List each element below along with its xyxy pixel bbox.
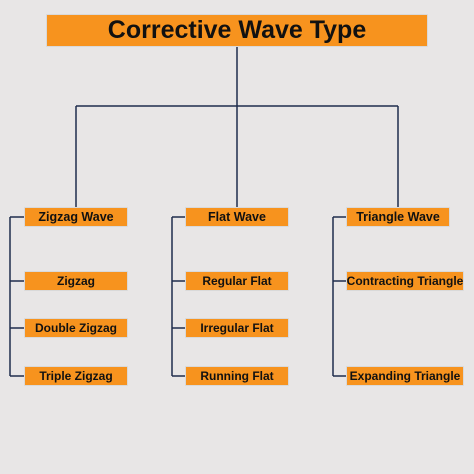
node-triangle-wave: Triangle Wave (346, 207, 450, 227)
node-irregular-flat: Irregular Flat (185, 318, 289, 338)
diagram-title: Corrective Wave Type (46, 14, 428, 47)
node-double-zigzag: Double Zigzag (24, 318, 128, 338)
node-flat-wave: Flat Wave (185, 207, 289, 227)
node-contracting-triangle: Contracting Triangle (346, 271, 464, 291)
node-zigzag: Zigzag (24, 271, 128, 291)
node-triple-zigzag: Triple Zigzag (24, 366, 128, 386)
node-expanding-triangle: Expanding Triangle (346, 366, 464, 386)
node-zigzag-wave: Zigzag Wave (24, 207, 128, 227)
node-regular-flat: Regular Flat (185, 271, 289, 291)
node-running-flat: Running Flat (185, 366, 289, 386)
